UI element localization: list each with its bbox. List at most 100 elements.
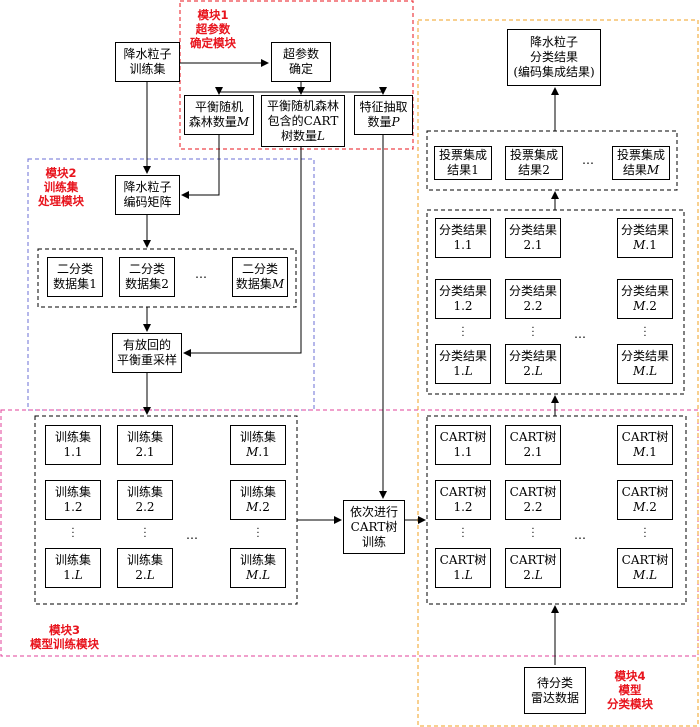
classification-result-label: 分类结果 <box>438 223 487 237</box>
classification-result-vertical-ellipsis: ··· <box>531 323 535 342</box>
classification-result-index: 2.1 <box>523 238 543 252</box>
training-set-label: 训练集 <box>239 553 276 567</box>
training-set-index: M.L <box>245 568 271 582</box>
training-set-label: 训练集 <box>126 553 163 567</box>
binary-dataset-2: 二分类数据集2 <box>119 257 175 297</box>
num-trees-node-line: 包含的CART <box>267 113 339 128</box>
module4-label-line: 分类模块 <box>607 697 653 711</box>
pending-radar-data-node: 待分类雷达数据 <box>524 667 586 714</box>
module1-label-line: 确定模块 <box>190 36 236 50</box>
module1-label-line: 超参数 <box>195 22 231 36</box>
training-set-ellipsis: … <box>186 528 198 542</box>
vote-result-2: 投票集成结果2 <box>505 146 563 180</box>
cart-tree-label: CART树 <box>439 553 487 567</box>
training-set-vertical-ellipsis: ··· <box>256 524 260 543</box>
binary-dataset-1-line: 数据集1 <box>53 277 97 292</box>
cart-tree-index: 2.1 <box>523 445 543 459</box>
training-set-label: 训练集 <box>54 485 91 499</box>
module3-label-line: 模型训练模块 <box>30 637 99 651</box>
training-set-index: M.1 <box>246 445 270 459</box>
hyperparams-node: 超参数确定 <box>271 42 331 82</box>
binary-dataset-2-line: 数据集2 <box>125 277 169 292</box>
training-set-index: 2.2 <box>135 500 155 514</box>
classification-result-label: 分类结果 <box>620 284 669 298</box>
cart-trees-group <box>426 415 687 605</box>
classification-result-label: 分类结果 <box>620 223 669 237</box>
binary-dataset-1-index: 1 <box>89 277 97 291</box>
module4-frame <box>417 19 699 727</box>
hyperparams-node-line: 超参数 <box>282 47 319 61</box>
cart-tree-label: CART树 <box>509 553 557 567</box>
binary-dataset-2-index: 2 <box>161 277 169 291</box>
binary-dataset-3-line: 二分类 <box>241 262 278 276</box>
training-sets-group <box>34 415 298 605</box>
num-trees-node-line: 树数量L <box>281 129 325 144</box>
encoding-matrix-node: 降水粒子编码矩阵 <box>115 175 180 215</box>
cart-tree-vertical-ellipsis: ··· <box>643 524 647 543</box>
module2-label-line: 处理模块 <box>38 194 84 208</box>
num-trees-node-line: 平衡随机森林 <box>266 98 339 113</box>
cart-tree-index: 1.2 <box>453 500 473 514</box>
num-forests-node-line: 森林数量M <box>189 115 249 130</box>
training-set-label: 训练集 <box>126 430 163 444</box>
cart-tree-label: CART树 <box>439 430 487 444</box>
classification-result-vertical-ellipsis: ··· <box>461 323 465 342</box>
cart-tree-label: CART树 <box>621 430 669 444</box>
classification-result-index: 1.2 <box>453 299 473 313</box>
cart-tree-index: 2.2 <box>523 500 543 514</box>
classification-result-label: 分类结果 <box>438 284 487 298</box>
training-set-node: 降水粒子训练集 <box>115 42 180 82</box>
cart-tree-vertical-ellipsis: ··· <box>461 524 465 543</box>
module1-frame <box>179 0 414 150</box>
training-set-index: 1.2 <box>63 500 83 514</box>
training-set-label: 训练集 <box>54 553 91 567</box>
num-features-node-text: 数量 <box>367 115 392 129</box>
module4-label-line: 模型 <box>618 683 642 697</box>
resampling-node: 有放回的平衡重采样 <box>112 333 182 373</box>
sequential-cart-training-node-line: 依次进行 <box>349 504 398 519</box>
cart-tree-label: CART树 <box>509 485 557 499</box>
classification-result-index: M.1 <box>633 238 657 252</box>
cart-tree-label: CART树 <box>621 553 669 567</box>
training-set-index: 2.1 <box>135 445 155 459</box>
vote-result-1-text: 结果 <box>447 163 472 177</box>
binary-dataset-3: 二分类数据集M <box>232 257 288 297</box>
vote-result-3-variable: M <box>646 163 660 177</box>
num-forests-node-line: 平衡随机 <box>194 100 243 114</box>
cart-tree-index: M.2 <box>633 500 657 514</box>
vote-result-2-line: 结果2 <box>518 163 550 178</box>
resampling-node-line: 平衡重采样 <box>116 353 177 367</box>
vote-ellipsis: … <box>582 153 594 167</box>
final-result-node-line: 降水粒子 <box>529 35 578 49</box>
training-set-label: 训练集 <box>239 485 276 499</box>
module2-label-line: 模块2 <box>45 166 77 180</box>
classification-result-label: 分类结果 <box>620 349 669 363</box>
pending-radar-data-node-line: 雷达数据 <box>530 690 579 705</box>
cart-tree-index: 1.L <box>453 568 473 582</box>
training-set-index: 1.L <box>63 568 83 582</box>
vote-result-2-index: 2 <box>542 163 550 177</box>
vote-result-1: 投票集成结果1 <box>434 146 492 180</box>
encoding-matrix-node-line: 降水粒子 <box>123 180 172 194</box>
hyperparams-node-line: 确定 <box>288 62 313 76</box>
vote-result-3-line: 结果M <box>623 163 659 178</box>
